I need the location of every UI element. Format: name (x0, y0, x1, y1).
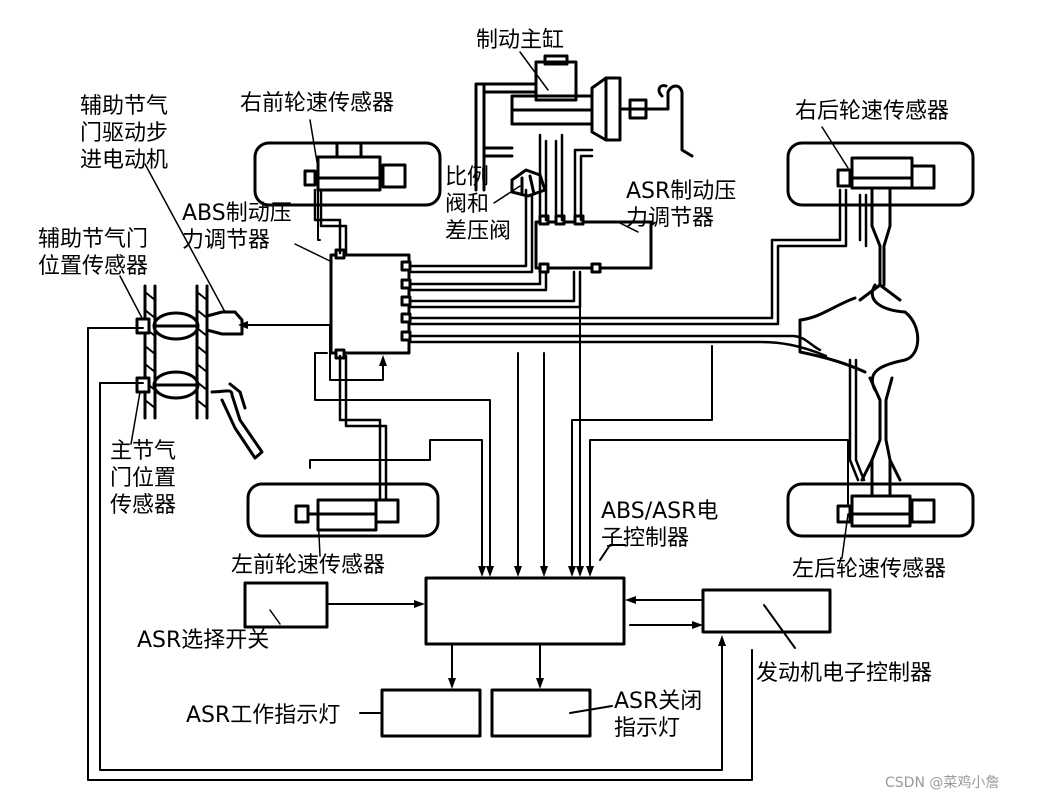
asr-select-switch-box (243, 581, 329, 629)
left-rear-wheel (786, 482, 975, 538)
leader-lines (119, 51, 849, 625)
watermark: CSDN @菜鸡小詹 (885, 775, 1000, 791)
label-master-cylinder: 制动主缸 (476, 28, 565, 53)
signal-wires (87, 189, 849, 781)
label-aux-throttle-sensor: 辅助节气门 位置传感器 (38, 227, 149, 279)
label-asr-select-switch: ASR选择开关 (137, 628, 270, 653)
label-engine-ecu: 发动机电子控制器 (756, 661, 933, 686)
left-front-wheel (246, 482, 440, 538)
label-asr-work-lamp: ASR工作指示灯 (186, 703, 341, 728)
engine-ecu-box (701, 588, 832, 634)
label-asr-off-lamp: ASR关闭 指示灯 (614, 689, 703, 741)
right-rear-wheel (786, 141, 975, 207)
label-abs-brake-regulator: ABS制动压 力调节器 (182, 201, 292, 253)
label-left-rear-sensor: 左后轮速传感器 (792, 557, 947, 582)
label-aux-throttle-motor: 辅助节气 门驱动步 进电动机 (80, 94, 169, 173)
abs-asr-ecu-box (424, 576, 626, 646)
throttle-body (135, 284, 264, 460)
label-right-front-sensor: 右前轮速传感器 (240, 91, 395, 116)
label-proportioning-valve: 比例 阀和 差压阀 (445, 165, 512, 244)
label-abs-asr-ecu: ABS/ASR电 子控制器 (601, 499, 719, 551)
rear-axle-differential (798, 188, 920, 498)
right-front-wheel (253, 141, 442, 207)
master-cylinder-assembly (474, 54, 694, 192)
asr-work-lamp-box (380, 688, 482, 738)
brake-lines (313, 133, 868, 502)
asr-off-lamp-box (490, 688, 592, 738)
arrowheads (238, 321, 726, 689)
label-left-front-sensor: 左前轮速传感器 (231, 553, 386, 578)
label-asr-brake-regulator: ASR制动压 力调节器 (626, 179, 737, 231)
label-main-throttle-sensor: 主节气 门位置 传感器 (110, 439, 177, 518)
label-right-rear-sensor: 右后轮速传感器 (795, 99, 950, 124)
abs-pressure-regulator (329, 253, 411, 355)
